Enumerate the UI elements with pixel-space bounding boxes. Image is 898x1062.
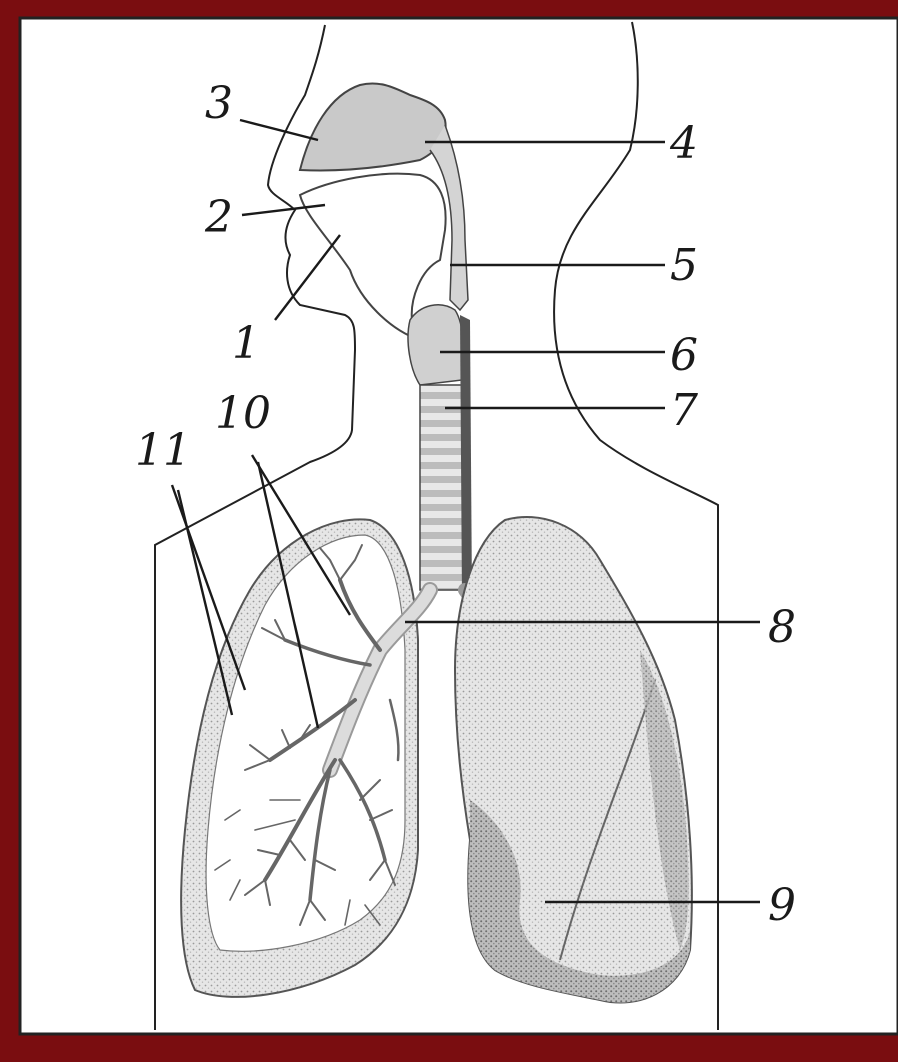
label-2: 2 [204, 192, 233, 243]
label-9: 9 [768, 880, 796, 931]
label-4: 4 [669, 118, 698, 169]
trachea [420, 385, 464, 590]
label-6: 6 [670, 330, 698, 381]
esophagus [460, 315, 472, 600]
label-1: 1 [232, 318, 260, 369]
label-10: 10 [215, 388, 271, 439]
label-7: 7 [670, 385, 698, 436]
larynx [408, 305, 464, 385]
label-11: 11 [135, 425, 191, 476]
label-3: 3 [205, 78, 233, 129]
label-5: 5 [670, 240, 698, 291]
label-8: 8 [768, 602, 796, 653]
